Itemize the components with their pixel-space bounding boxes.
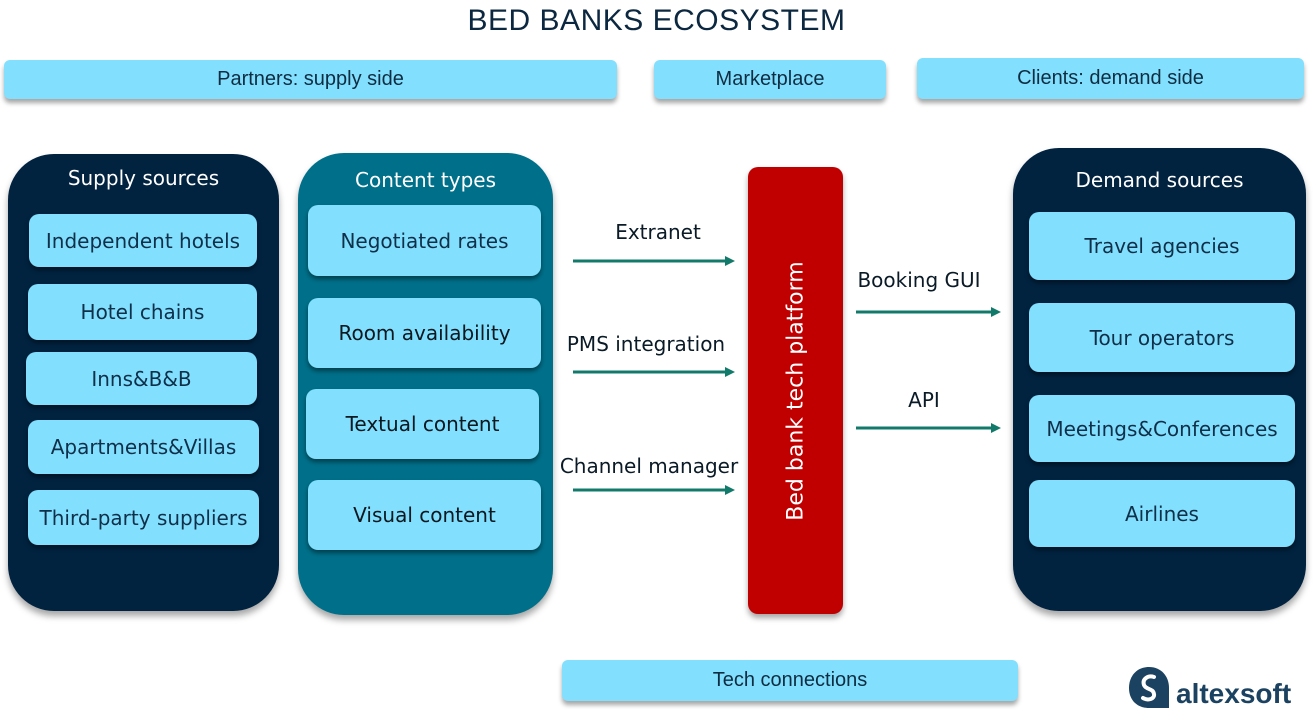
supply-sources-panel: Supply sources Independent hotels Hotel …: [8, 154, 279, 611]
connection-label-booking-gui: Booking GUI: [857, 268, 981, 292]
demand-item: Travel agencies: [1029, 212, 1295, 280]
content-types-panel: Content types Negotiated rates Room avai…: [298, 153, 553, 615]
tech-connections-band: Tech connections: [562, 660, 1018, 701]
platform-label: Bed bank tech platform: [783, 260, 808, 521]
supply-item: Inns&B&B: [26, 352, 257, 405]
altexsoft-logo-icon: [1129, 667, 1169, 708]
arrow-channel-manager: [573, 485, 735, 495]
altexsoft-logo-text: altexsoft: [1176, 678, 1292, 709]
arrow-extranet: [573, 256, 735, 266]
connection-label-pms: PMS integration: [566, 332, 726, 356]
content-type-item: Visual content: [308, 480, 541, 550]
connection-label-extranet: Extranet: [615, 220, 701, 244]
connection-label-api: API: [908, 388, 940, 412]
content-type-item: Textual content: [306, 389, 539, 459]
demand-item: Meetings&Conferences: [1029, 395, 1295, 462]
arrow-api: [856, 423, 1001, 433]
supply-item: Hotel chains: [28, 284, 257, 340]
altexsoft-logo: altexsoft: [1128, 664, 1310, 714]
bed-bank-platform: Bed bank tech platform: [748, 167, 843, 614]
arrow-booking-gui: [856, 307, 1001, 317]
supply-sources-title: Supply sources: [67, 166, 220, 190]
marketplace-band: Marketplace: [654, 60, 886, 99]
demand-item: Tour operators: [1029, 303, 1295, 372]
supply-item: Third-party suppliers: [28, 490, 259, 545]
demand-side-band: Clients: demand side: [917, 58, 1304, 99]
content-type-item: Room availability: [308, 298, 541, 368]
demand-item: Airlines: [1029, 480, 1295, 547]
supply-item: Independent hotels: [29, 214, 257, 267]
demand-sources-title: Demand sources: [1075, 168, 1244, 192]
arrow-pms: [573, 367, 735, 377]
content-types-title: Content types: [355, 168, 496, 192]
supply-side-band: Partners: supply side: [4, 60, 617, 99]
demand-sources-panel: Demand sources Travel agencies Tour oper…: [1013, 148, 1306, 611]
supply-item: Apartments&Villas: [28, 420, 259, 474]
connection-label-channel-manager: Channel manager: [559, 454, 739, 478]
diagram-title: BED BANKS ECOSYSTEM: [467, 4, 846, 37]
content-type-item: Negotiated rates: [308, 205, 541, 276]
